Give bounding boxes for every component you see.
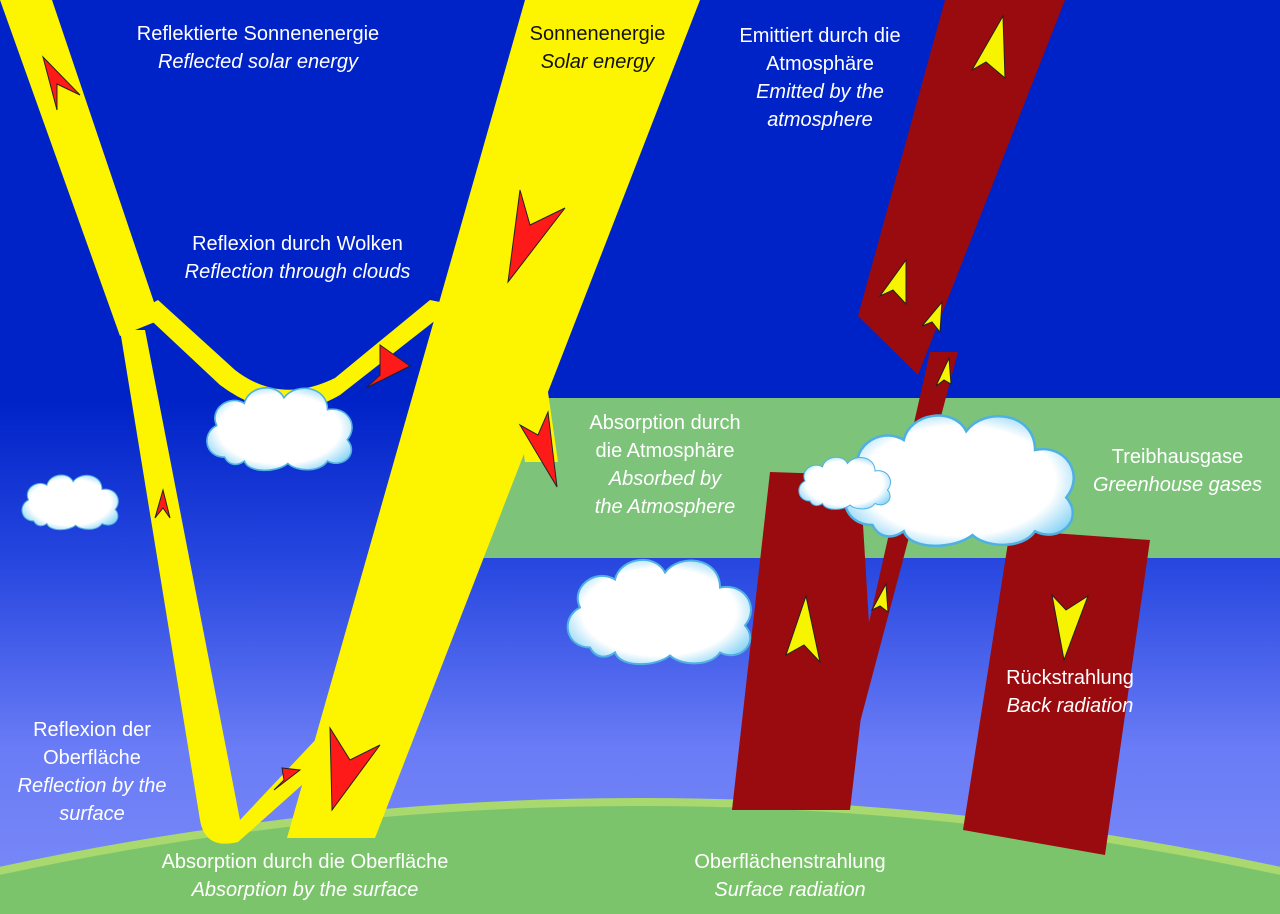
label-back-radiation-en: Back radiation: [1006, 695, 1134, 717]
cloud-reflection-beam: [140, 300, 455, 411]
label-surface-absorption-en: Absorption by the surface: [191, 879, 419, 901]
label-surface-radiation-en: Surface radiation: [714, 879, 866, 901]
label-greenhouse-gases: Treibhausgase Greenhouse gases: [1075, 443, 1280, 499]
solar-energy-beam: [287, 0, 700, 838]
arrow-solar-bottom: [329, 726, 381, 812]
label-surface-reflection-de1: Reflexion der: [33, 719, 151, 741]
label-surface-radiation-de: Oberflächenstrahlung: [694, 851, 886, 873]
arrow-surface-up: [154, 488, 171, 519]
reflected-solar-beam: [0, 0, 160, 336]
label-cloud-reflection: Reflexion durch Wolken Reflection throug…: [160, 230, 435, 286]
arrow-atmo-up-2: [921, 300, 943, 334]
arrow-emitted-up: [970, 14, 1006, 80]
label-surface-absorption-de: Absorption durch die Oberfläche: [161, 851, 449, 873]
arrow-reflected-up: [42, 55, 81, 111]
emitted-atmosphere-beam: [858, 0, 1065, 375]
label-greenhouse-gases-de: Treibhausgase: [1111, 446, 1244, 468]
label-solar-energy: Sonnenenergie Solar energy: [515, 20, 680, 76]
arrow-cloud-up: [365, 344, 411, 389]
arrow-solar-down: [507, 189, 566, 284]
label-reflected-solar: Reflektierte Sonnenenergie Reflected sol…: [118, 20, 398, 76]
cloud-center: [566, 558, 753, 666]
label-surface-reflection-de2: Oberfläche: [43, 747, 141, 769]
ground-horizon-line: [0, 798, 1280, 875]
label-emitted-atmosphere-de2: Atmosphäre: [766, 53, 874, 75]
label-back-radiation: Rückstrahlung Back radiation: [985, 664, 1155, 720]
back-radiation-beam: [963, 530, 1150, 855]
label-greenhouse-gases-en: Greenhouse gases: [1092, 474, 1262, 496]
label-surface-reflection-en1: Reflection by the: [17, 775, 167, 797]
label-solar-energy-de: Sonnenenergie: [529, 23, 666, 45]
label-back-radiation-de: Rückstrahlung: [1006, 667, 1134, 689]
label-cloud-reflection-de: Reflexion durch Wolken: [192, 233, 403, 255]
arrow-atmo-up-1: [878, 258, 907, 306]
surface-reflection-beam: [120, 330, 330, 844]
arrow-surface-reflection: [273, 767, 302, 791]
label-surface-reflection: Reflexion der Oberfläche Reflection by t…: [2, 716, 182, 828]
cloud-reflecting: [206, 387, 353, 472]
label-reflected-solar-en: Reflected solar energy: [157, 51, 359, 73]
label-emitted-atmosphere-de1: Emittiert durch die: [739, 25, 901, 47]
label-cloud-reflection-en: Reflection through clouds: [184, 261, 411, 283]
arrow-back-radiation-down: [1051, 593, 1089, 662]
cloud-left-small: [21, 474, 119, 531]
label-atmosphere-absorption-en2: the Atmosphere: [594, 496, 736, 518]
label-atmosphere-absorption-en1: Absorbed by: [608, 468, 722, 490]
label-atmosphere-absorption-de1: Absorption durch: [589, 412, 741, 434]
label-surface-radiation: Oberflächenstrahlung Surface radiation: [670, 848, 910, 904]
label-surface-absorption: Absorption durch die Oberfläche Absorpti…: [135, 848, 475, 904]
label-emitted-atmosphere: Emittiert durch die Atmosphäre Emitted b…: [715, 22, 925, 134]
label-solar-energy-en: Solar energy: [540, 51, 655, 73]
arrow-absorption-down: [518, 410, 558, 488]
label-surface-reflection-en2: surface: [59, 803, 125, 825]
label-emitted-atmosphere-en2: atmosphere: [767, 109, 873, 131]
label-reflected-solar-de: Reflektierte Sonnenenergie: [136, 23, 380, 45]
label-atmosphere-absorption-de2: die Atmosphäre: [595, 440, 735, 462]
arrow-surface-radiation-up: [785, 594, 821, 664]
label-emitted-atmosphere-en1: Emitted by the: [756, 81, 884, 103]
arrow-thin-up: [870, 582, 889, 614]
arrow-atmo-up-3: [935, 356, 952, 387]
label-atmosphere-absorption: Absorption durch die Atmosphäre Absorbed…: [570, 409, 760, 521]
